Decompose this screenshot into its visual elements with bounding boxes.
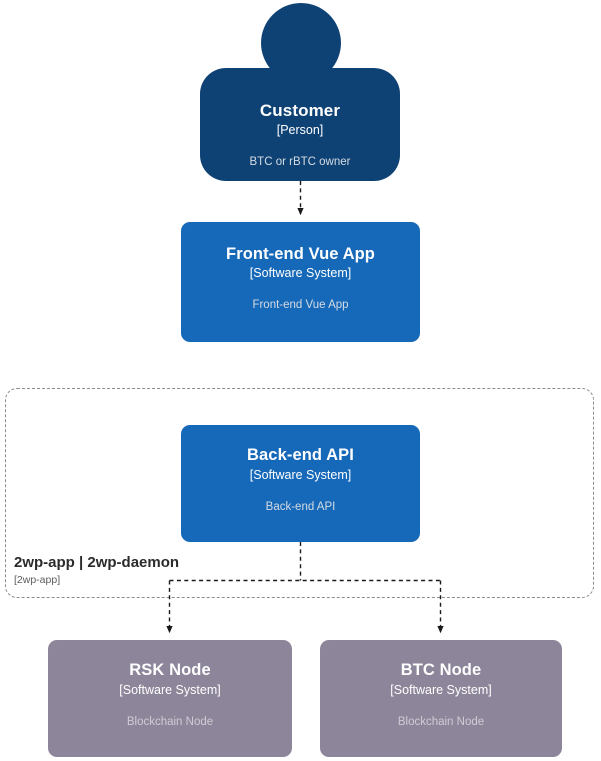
node-backend-api-description: Back-end API <box>265 500 336 513</box>
boundary-type: [2wp-app] <box>14 574 61 586</box>
node-customer-description: BTC or rBTC owner <box>249 155 351 168</box>
node-btc-node-description: Blockchain Node <box>397 715 485 728</box>
node-backend-api[interactable]: Back-end API [Software System] Back-end … <box>181 425 420 542</box>
node-btc-node[interactable]: BTC Node [Software System] Blockchain No… <box>320 640 562 757</box>
node-rsk-node-title: RSK Node <box>129 661 211 680</box>
node-btc-node-title: BTC Node <box>400 661 482 680</box>
node-backend-api-type: [Software System] <box>249 467 352 482</box>
node-backend-api-title: Back-end API <box>247 446 354 465</box>
node-btc-node-type: [Software System] <box>390 682 492 697</box>
node-frontend-vue-app-title: Front-end Vue App <box>226 244 375 263</box>
node-rsk-node-type: [Software System] <box>119 682 221 697</box>
node-frontend-vue-app-description: Front-end Vue App <box>252 299 349 312</box>
node-customer-title: Customer <box>259 101 341 121</box>
node-customer[interactable]: Customer [Person] BTC or rBTC owner <box>200 68 400 181</box>
node-rsk-node[interactable]: RSK Node [Software System] Blockchain No… <box>48 640 292 757</box>
boundary-title: 2wp-app | 2wp-daemon <box>14 554 180 571</box>
boundary-2wp-app <box>5 388 594 598</box>
node-frontend-vue-app-type: [Software System] <box>249 266 352 281</box>
node-rsk-node-description: Blockchain Node <box>126 715 214 728</box>
boundary-label: 2wp-app | 2wp-daemon [2wp-app] <box>14 554 179 588</box>
node-customer-type: [Person] <box>276 123 324 138</box>
node-frontend-vue-app[interactable]: Front-end Vue App [Software System] Fron… <box>181 222 420 342</box>
